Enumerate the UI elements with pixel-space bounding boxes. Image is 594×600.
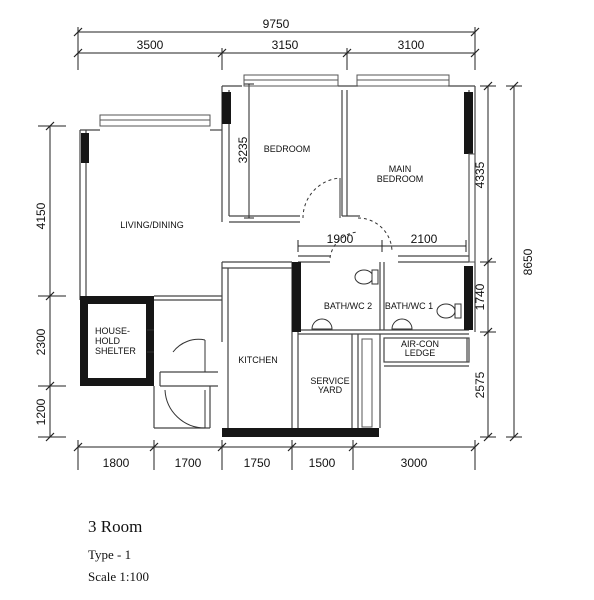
room-label-bath1: BATH/WC 1	[385, 301, 433, 311]
plan-scale: Scale 1:100	[88, 569, 150, 584]
room-label-kitchen: KITCHEN	[238, 355, 278, 365]
dim-bottom-2: 1700	[175, 456, 202, 470]
dimension-lines	[38, 27, 522, 470]
dim-left-2: 2300	[34, 328, 48, 355]
plan-type: Type - 1	[88, 547, 132, 562]
fixtures	[311, 269, 462, 330]
basin-icon	[391, 318, 413, 330]
dim-top-total: 9750	[263, 17, 290, 31]
room-label-shelter-line3: SHELTER	[95, 346, 136, 356]
dim-top-1: 3500	[137, 38, 164, 52]
dim-left-1: 4150	[34, 202, 48, 229]
dim-top-2: 3150	[272, 38, 299, 52]
room-label-main-bedroom-line1: MAIN	[389, 164, 412, 174]
room-label-service-line1: SERVICE	[310, 376, 349, 386]
dim-top-3: 3100	[398, 38, 425, 52]
basin-icon	[311, 318, 333, 330]
dimension-ticks	[45, 27, 519, 452]
dim-bottom-3: 1750	[244, 456, 271, 470]
room-label-living-dining: LIVING/DINING	[120, 220, 184, 230]
room-label-aircon-line2: LEDGE	[405, 348, 436, 358]
dim-right-3: 2575	[473, 371, 487, 398]
toilet-icon	[436, 303, 456, 319]
room-label-main-bedroom-line2: BEDROOM	[377, 174, 424, 184]
room-label-shelter-line2: HOLD	[95, 336, 121, 346]
dim-bottom-4: 1500	[309, 456, 336, 470]
dim-right-1: 4335	[473, 161, 487, 188]
dim-bottom-1: 1800	[103, 456, 130, 470]
dim-inner-bath-b: 2100	[411, 232, 438, 246]
dim-right-total: 8650	[521, 248, 535, 275]
dim-right-2: 1740	[473, 283, 487, 310]
door-swings	[147, 177, 393, 429]
room-label-bath2: BATH/WC 2	[324, 301, 372, 311]
windows	[99, 74, 476, 428]
dim-bottom-5: 3000	[401, 456, 428, 470]
dim-inner-bath-a: 1900	[327, 232, 354, 246]
room-label-aircon-line1: AIR-CON	[401, 339, 439, 349]
dim-left-3: 1200	[34, 398, 48, 425]
dim-inner-bedroom: 3235	[236, 136, 250, 163]
structural-walls	[80, 92, 473, 437]
room-label-bedroom: BEDROOM	[264, 144, 311, 154]
room-label-service-line2: YARD	[318, 385, 343, 395]
room-label-shelter-line1: HOUSE-	[95, 326, 130, 336]
walls	[79, 85, 476, 429]
plan-title: 3 Room	[88, 517, 143, 536]
toilet-icon	[354, 269, 374, 285]
